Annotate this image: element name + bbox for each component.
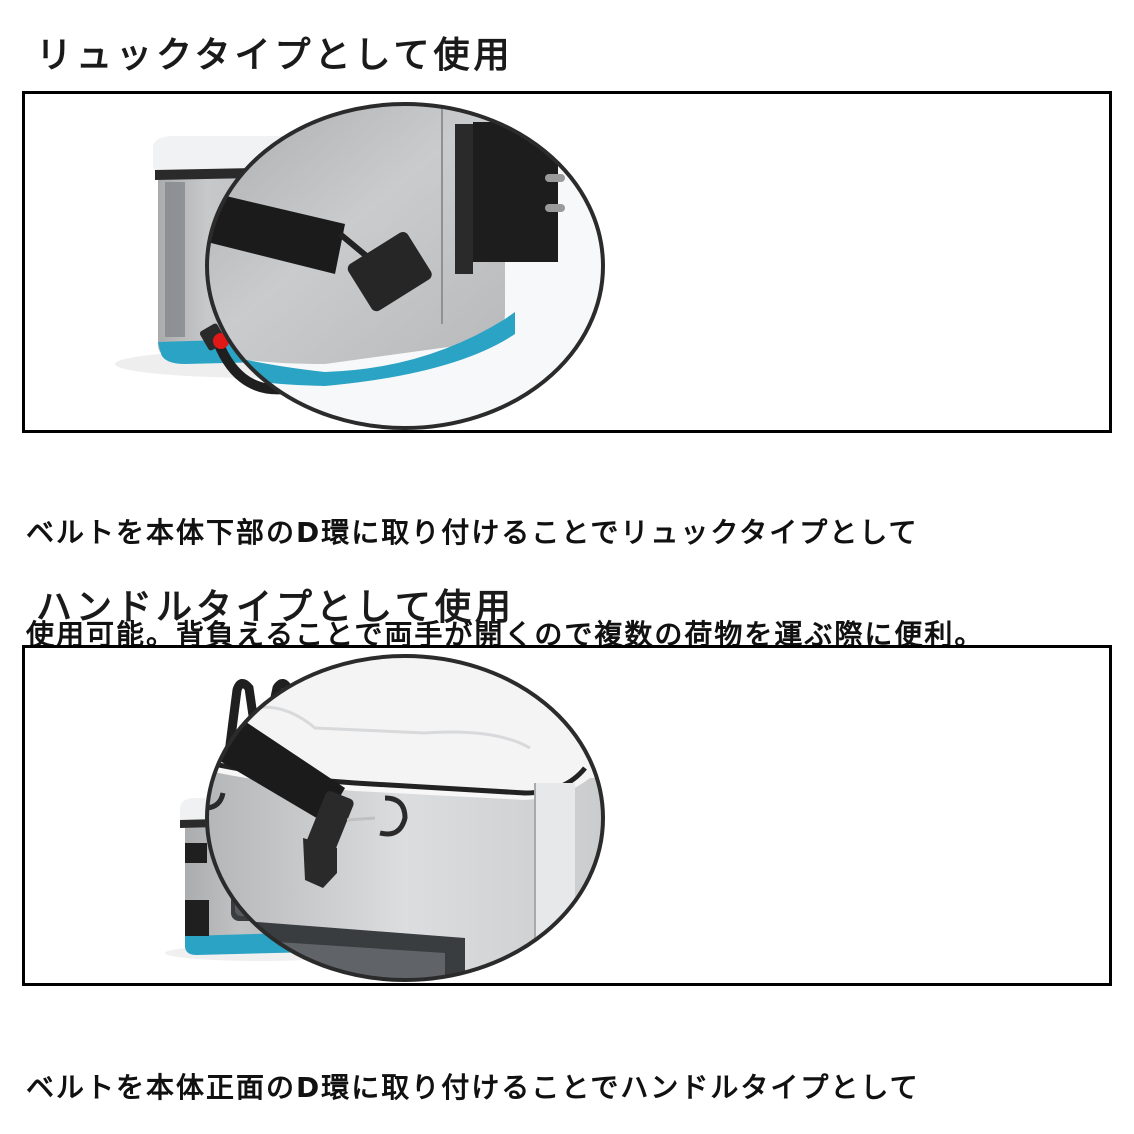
section-heading-handle: ハンドルタイプとして使用 <box>36 587 515 628</box>
description-handle: ベルトを本体正面のD環に取り付けることでハンドルタイプとして 使用可能。本体やベ… <box>26 1003 920 1134</box>
handle-illustration: D <box>165 654 605 982</box>
image-panel-backpack <box>22 91 1112 433</box>
zoom-detail-handle <box>205 654 605 982</box>
description-line: ベルトを本体下部のD環に取り付けることでリュックタイプとして <box>26 516 919 549</box>
image-panel-handle: D <box>22 645 1112 986</box>
section-heading-backpack: リュックタイプとして使用 <box>36 35 514 76</box>
description-line: ベルトを本体正面のD環に取り付けることでハンドルタイプとして <box>26 1071 920 1104</box>
backpack-illustration <box>115 102 605 430</box>
zoom-detail-backpack <box>205 102 605 430</box>
